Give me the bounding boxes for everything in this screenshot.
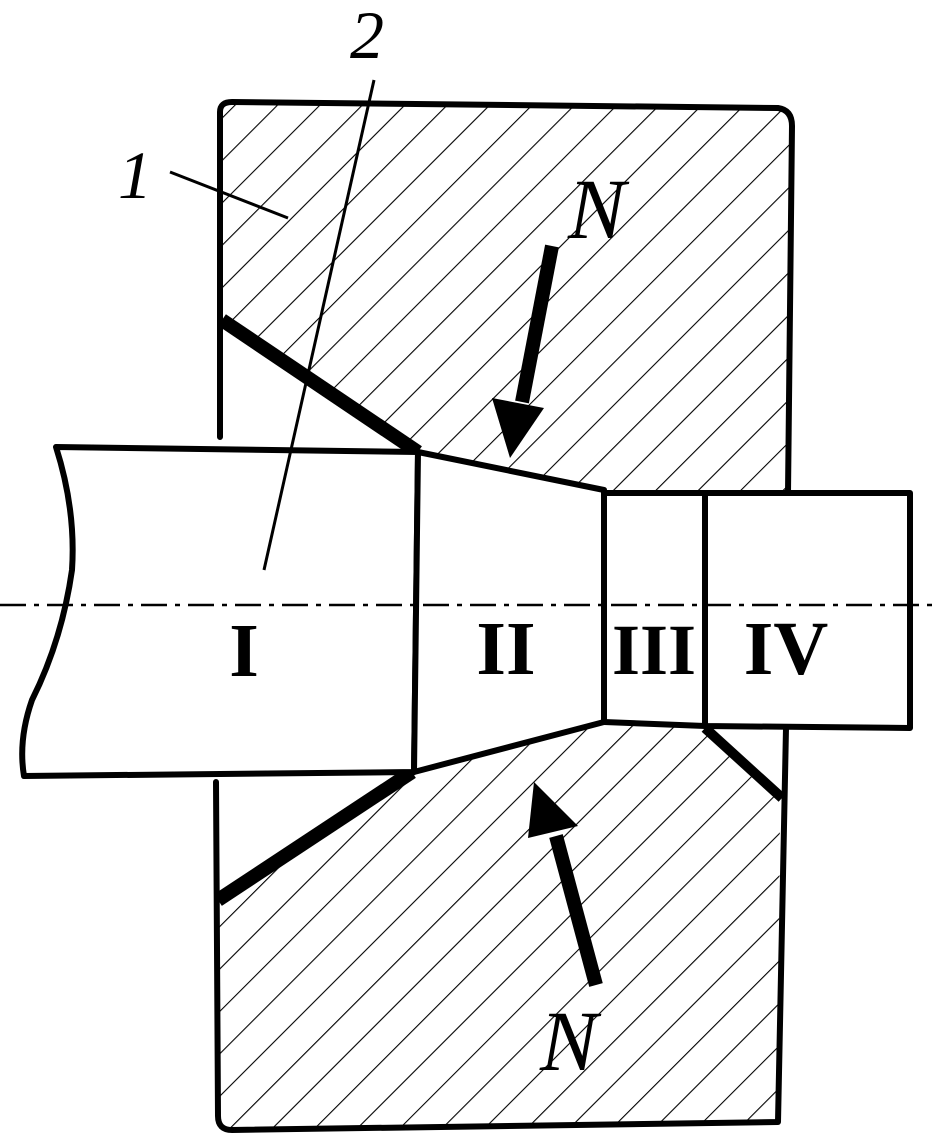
workpiece-zone-4: [702, 490, 913, 731]
label-zone-2: II: [476, 607, 535, 691]
label-force-top: N: [567, 161, 630, 257]
workpiece-zone-1: [19, 444, 421, 779]
force-arrow-top: [492, 244, 559, 458]
die-exit-relief: [701, 724, 786, 802]
die-entrance-cone: [214, 314, 422, 906]
die-lower-half: [218, 722, 780, 1130]
label-zone-1: I: [229, 609, 259, 693]
die-contour: [213, 99, 795, 1133]
label-zone-3: III: [612, 610, 696, 690]
leader-line-2: [262, 79, 376, 571]
label-die-number: 1: [118, 137, 152, 213]
force-arrow-bottom: [528, 782, 603, 987]
label-zone-4: IV: [744, 607, 829, 691]
label-workpiece-number: 2: [350, 0, 384, 73]
die-upper-half: [222, 103, 792, 493]
leader-line-1: [169, 170, 289, 220]
label-force-bottom: N: [539, 993, 602, 1089]
